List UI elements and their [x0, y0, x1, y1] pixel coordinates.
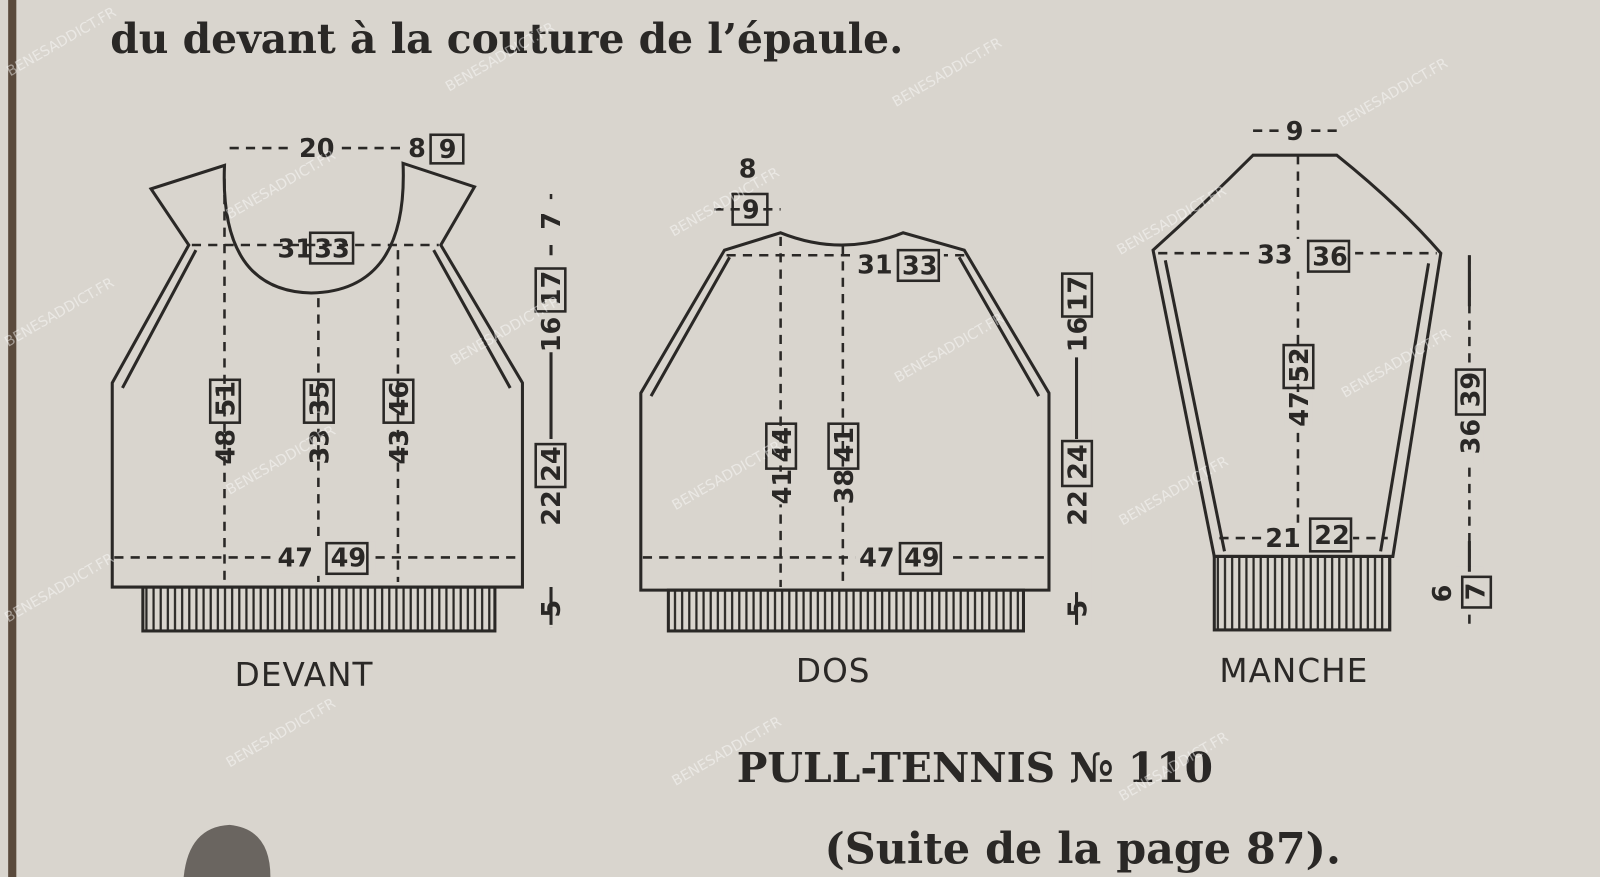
- dim-boxed-text: 39: [1457, 372, 1487, 408]
- dim-text: 16: [537, 317, 567, 353]
- dim-text: 47: [278, 544, 313, 574]
- watermark: BENESADDICT.FR: [1339, 326, 1454, 402]
- dim-boxed-text: 17: [1064, 276, 1094, 312]
- dim-boxed-text: 9: [439, 135, 457, 165]
- dim-boxed-text: 51: [212, 381, 242, 417]
- dim-text: 47: [1285, 391, 1315, 427]
- dim-boxed-text: 35: [306, 381, 336, 417]
- dim-boxed-text: 24: [1064, 444, 1094, 480]
- dim-text: 48: [212, 429, 242, 465]
- devant-ribbing: [141, 585, 497, 633]
- dos-piece: 8 9 31 33 44 41 41 38 47 49 17 16 24 22 …: [639, 155, 1094, 690]
- dim-boxed-text: 33: [314, 234, 349, 264]
- piece-label-dos: DOS: [796, 652, 871, 690]
- dim-boxed-text: 24: [537, 446, 567, 482]
- dim-boxed-text: 22: [1314, 521, 1349, 551]
- dim-text: 6: [1428, 585, 1458, 603]
- watermark: BENESADDICT.FR: [1114, 183, 1229, 259]
- illustration-fragment: [183, 824, 271, 877]
- watermark: BENESADDICT.FR: [4, 4, 119, 80]
- dim-text: 43: [385, 429, 415, 465]
- dim-text: 36: [1457, 419, 1487, 455]
- dim-text: 31: [278, 234, 313, 264]
- dim-boxed-text: 41: [830, 427, 860, 463]
- dim-text: 47: [859, 544, 894, 574]
- manche-piece: 9 33 36 52 47 21 22 39 36 6 7 MANCHE: [1151, 116, 1493, 690]
- watermark: BENESADDICT.FR: [224, 147, 339, 223]
- dim-text: 8: [408, 134, 426, 164]
- dim-boxed-text: 36: [1312, 242, 1347, 272]
- dim-boxed-text: 44: [768, 427, 798, 463]
- watermark: BENESADDICT.FR: [2, 551, 117, 627]
- piece-label-devant: DEVANT: [235, 656, 374, 694]
- dim-boxed-text: 49: [904, 544, 939, 574]
- dim-boxed-text: 49: [331, 544, 366, 574]
- watermark: BENESADDICT.FR: [892, 311, 1007, 387]
- dos-ribbing: [666, 588, 1025, 633]
- manche-ribbing: [1212, 554, 1392, 632]
- watermark: BENESADDICT.FR: [1116, 454, 1231, 530]
- page-edge: [8, 0, 17, 877]
- watermark: BENESADDICT.FR: [224, 696, 339, 772]
- pattern-subtitle: (Suite de la page 87).: [824, 825, 1340, 875]
- dim-text: 5: [1064, 600, 1094, 618]
- dim-boxed-text: 9: [742, 195, 760, 225]
- devant-piece: 20 8 9 31 33 48 51 33 35 43 46 47 49 7 1…: [110, 133, 567, 694]
- dim-text: 16: [1064, 317, 1094, 353]
- dim-boxed-text: 46: [385, 381, 415, 417]
- dim-text: 33: [1257, 240, 1292, 270]
- dim-boxed-text: 7: [1462, 583, 1492, 601]
- watermark: BENESADDICT.FR: [667, 165, 782, 241]
- dim-text: 22: [1064, 490, 1094, 526]
- dim-text: 22: [537, 490, 567, 526]
- dim-boxed-text: 17: [537, 271, 567, 307]
- dim-text: 20: [299, 134, 334, 164]
- header-text: du devant à la couture de l’épaule.: [110, 15, 903, 63]
- watermark: BENESADDICT.FR: [890, 35, 1005, 111]
- dim-text: 33: [306, 429, 336, 465]
- dim-text: 21: [1265, 524, 1300, 554]
- watermark: BENESADDICT.FR: [2, 275, 117, 351]
- dim-boxed-text: 52: [1285, 347, 1315, 383]
- dim-boxed-text: 33: [902, 252, 937, 282]
- dim-text: 9: [1286, 117, 1304, 147]
- dim-text: 7: [537, 212, 567, 230]
- dim-text: 31: [857, 251, 892, 281]
- dim-text: 38: [830, 469, 860, 505]
- piece-label-manche: MANCHE: [1219, 652, 1368, 690]
- watermark: BENESADDICT.FR: [1336, 55, 1451, 131]
- dim-text: 41: [768, 469, 798, 505]
- pattern-title: PULL-TENNIS № 110: [737, 744, 1213, 792]
- dim-text: 8: [739, 155, 757, 185]
